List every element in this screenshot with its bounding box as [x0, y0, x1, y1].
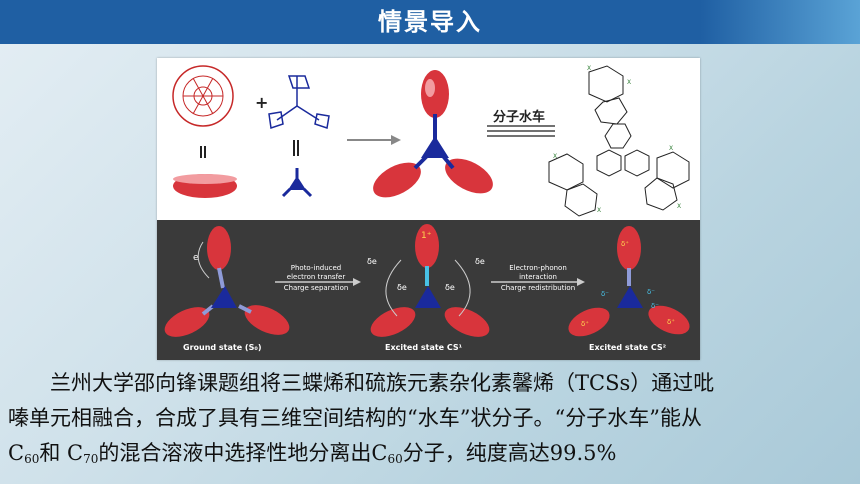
sumanene-molecule: [172, 65, 234, 127]
body-line-1: 兰州大学邵向锋课题组将三蝶烯和硫族元素杂化素馨烯（TCSs）通过吡: [8, 366, 852, 401]
waterwheel-model: [373, 70, 493, 198]
svg-text:δ⁻: δ⁻: [601, 290, 609, 298]
and-c70-text: 和 C: [39, 441, 84, 465]
c70-subscript: 70: [83, 452, 99, 466]
svg-text:e: e: [193, 253, 199, 263]
svg-text:δe: δe: [475, 257, 485, 266]
arrow2-line3: Charge redistribution: [500, 284, 576, 292]
separation-text: 的混合溶液中选择性地分离出C: [98, 441, 388, 465]
arrow1-line2: electron transfer: [286, 273, 346, 281]
ground-state-label: Ground state (S₀): [183, 343, 262, 352]
arrow1-line1: Photo-induced: [290, 264, 342, 272]
molecular-structure: [548, 65, 690, 217]
excited-state-2-model: δ⁺ δ⁻ δ⁻ δ⁻ δ⁺ δ⁺: [568, 226, 690, 337]
purity-text: 分子，纯度高达99.5%: [402, 441, 617, 465]
ground-state-model: e: [164, 226, 290, 337]
body-paragraph: 兰州大学邵向锋课题组将三蝶烯和硫族元素杂化素馨烯（TCSs）通过吡 嗪单元相融合…: [8, 366, 852, 471]
svg-text:X: X: [669, 145, 673, 152]
arrow2-label: Electron-phonon interaction Charge redis…: [483, 264, 593, 293]
slide-title: 情景导入: [378, 8, 482, 36]
reaction-figure: +: [157, 58, 700, 360]
svg-text:δ⁻: δ⁻: [647, 288, 655, 296]
tripod-icon: [288, 176, 306, 190]
figure-bottom-panel: e 1⁺ δe δe δe δe: [157, 220, 700, 360]
header-accent: [700, 0, 860, 44]
triptycene-molecule: [268, 75, 330, 129]
body-line-1-text: 兰州大学邵向锋课题组将三蝶烯和硫族元素杂化素馨烯（TCSs）通过吡: [50, 371, 715, 395]
header-bar: [0, 0, 860, 44]
arrow2-line2: interaction: [519, 273, 557, 281]
svg-text:δe: δe: [397, 283, 407, 292]
svg-text:δ⁺: δ⁺: [621, 240, 629, 248]
svg-text:X: X: [553, 153, 557, 160]
body-line-3: C60和 C70的混合溶液中选择性地分离出C60分子，纯度高达99.5%: [8, 436, 852, 471]
body-line-2: 嗪单元相融合，合成了具有三维空间结构的“水车”状分子。“分子水车”能从: [8, 406, 702, 430]
svg-text:δe: δe: [445, 283, 455, 292]
arrow1-line3: Charge separation: [283, 284, 349, 292]
c60-symbol-1: C: [8, 441, 25, 465]
c60-subscript-1: 60: [24, 452, 40, 466]
assembly-diagram: +: [172, 65, 690, 217]
svg-text:δe: δe: [367, 257, 377, 266]
arrow2-line1: Electron-phonon: [509, 264, 567, 272]
svg-text:δ⁺: δ⁺: [581, 320, 589, 328]
figure-top-panel: +: [157, 58, 700, 220]
arrow1-label: Photo-induced electron transfer Charge s…: [261, 264, 371, 293]
c60-subscript-2: 60: [387, 452, 403, 466]
svg-text:δ⁻: δ⁻: [651, 302, 659, 310]
svg-text:+: +: [255, 93, 268, 112]
waterwheel-label: 分子水车: [493, 110, 546, 125]
svg-text:X: X: [587, 65, 591, 72]
charge-transfer-diagram: e 1⁺ δe δe δe δe: [164, 224, 690, 337]
svg-text:X: X: [677, 203, 681, 210]
svg-text:1⁺: 1⁺: [421, 231, 432, 241]
svg-text:X: X: [597, 207, 601, 214]
excited-state-1-model: 1⁺ δe δe δe δe: [367, 224, 490, 337]
svg-text:X: X: [627, 79, 631, 86]
excited-state-2-label: Excited state CS²: [589, 343, 667, 352]
svg-text:δ⁺: δ⁺: [667, 318, 675, 326]
excited-state-1-label: Excited state CS¹: [385, 343, 463, 352]
